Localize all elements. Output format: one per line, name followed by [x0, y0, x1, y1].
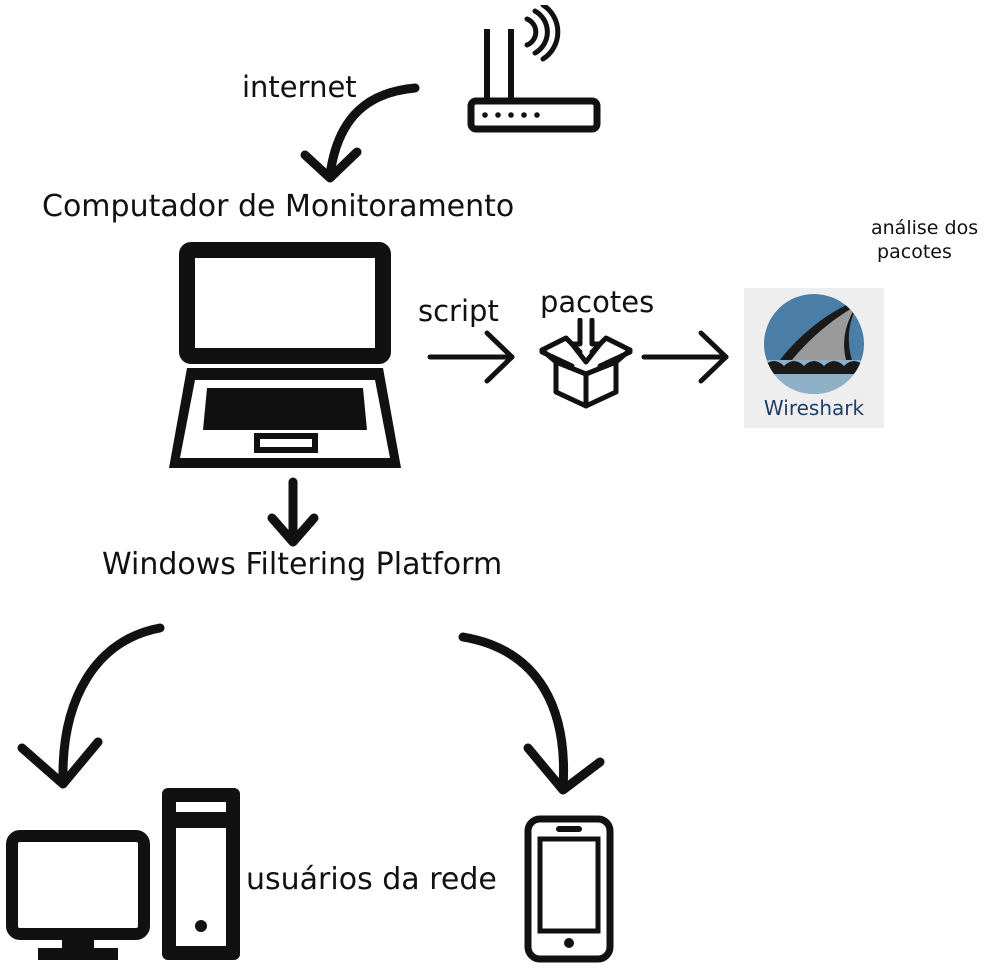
internet-label: internet — [242, 70, 357, 104]
smartphone-icon — [524, 815, 614, 963]
shark-fin-icon — [764, 294, 864, 394]
wfp-arrow-head — [267, 513, 319, 547]
wireshark-arrow-head — [698, 330, 729, 384]
desktop-arrow-head — [17, 737, 103, 789]
packets-label: pacotes — [540, 285, 655, 319]
packet-box-icon — [539, 318, 633, 409]
phone-arrow — [458, 632, 569, 793]
laptop-icon — [169, 242, 401, 468]
packet-analysis-label: análise dos pacotes — [871, 217, 979, 263]
network-users-label: usuários da rede — [246, 862, 497, 897]
script-arrow-head — [484, 330, 515, 384]
wfp-label: Windows Filtering Platform — [102, 547, 503, 582]
wireshark-wordmark: Wireshark — [763, 396, 865, 420]
router-icon — [467, 5, 601, 133]
monitoring-computer-label: Computador de Monitoramento — [42, 189, 515, 224]
internet-arrow — [325, 83, 420, 180]
desktop-arrow — [58, 623, 165, 783]
desktop-computer-icon — [6, 788, 240, 960]
script-label: script — [418, 294, 499, 328]
internet-arrow-head — [300, 147, 362, 183]
wireshark-logo: Wireshark — [744, 288, 884, 428]
phone-arrow-head — [523, 743, 605, 795]
